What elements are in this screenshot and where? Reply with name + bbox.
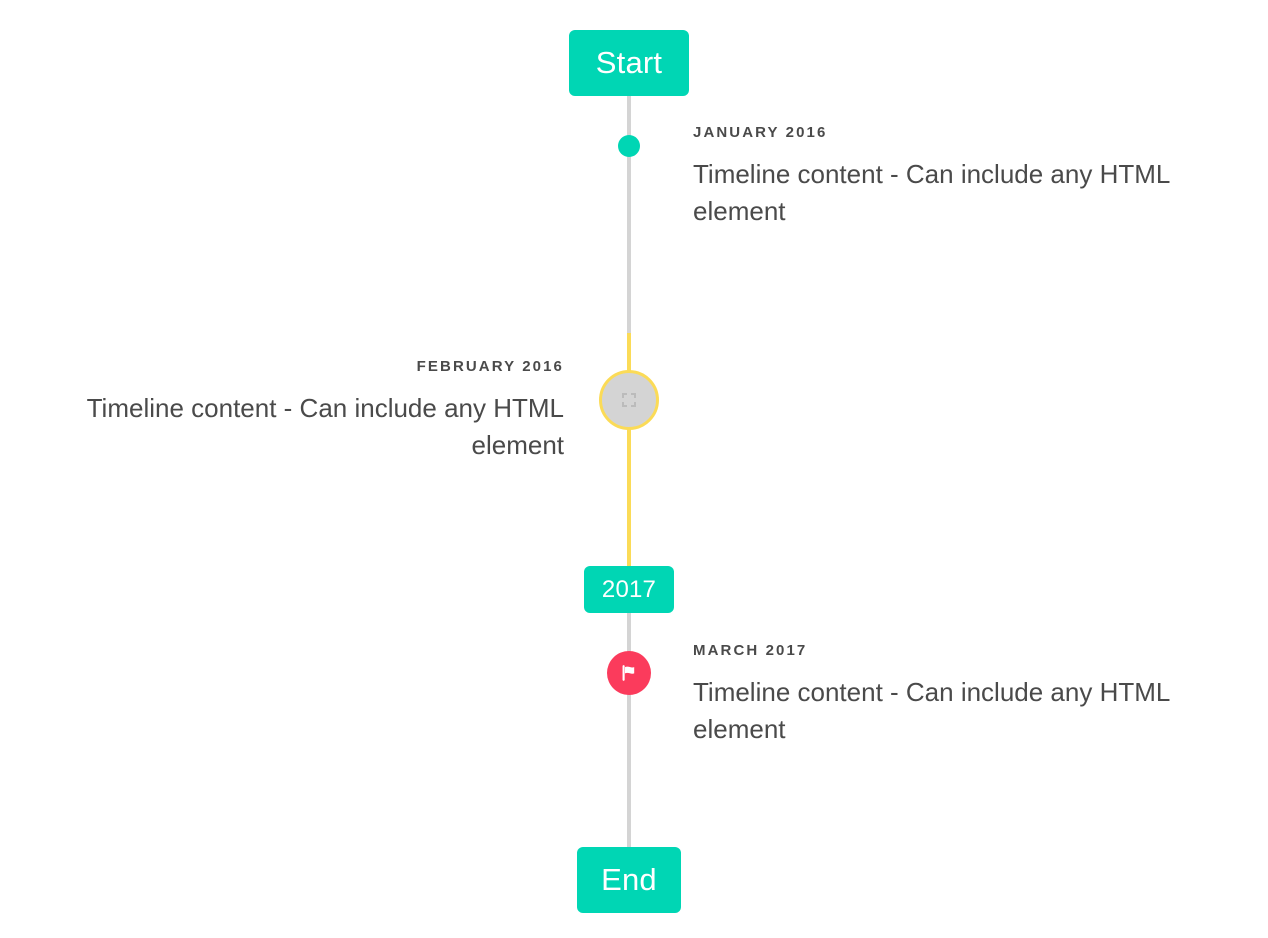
timeline-event-text: Timeline content - Can include any HTML … bbox=[86, 393, 564, 460]
timeline-event-date: JANUARY 2016 bbox=[693, 124, 828, 141]
timeline-event-date: FEBRUARY 2016 bbox=[416, 358, 564, 375]
flag-icon bbox=[618, 662, 640, 684]
timeline-start-badge[interactable]: Start bbox=[569, 30, 689, 96]
timeline-marker-highlighted[interactable] bbox=[599, 370, 659, 430]
timeline-event-body: FEBRUARY 2016 Timeline content - Can inc… bbox=[30, 358, 564, 464]
timeline-event-text: Timeline content - Can include any HTML … bbox=[693, 677, 1170, 744]
timeline-marker-flag[interactable] bbox=[607, 651, 651, 695]
timeline-spine-lower bbox=[627, 612, 631, 850]
timeline-spine-upper bbox=[627, 94, 631, 333]
timeline-end-badge[interactable]: End bbox=[577, 847, 681, 913]
timeline-event-text: Timeline content - Can include any HTML … bbox=[693, 159, 1170, 226]
timeline-spine-highlighted bbox=[627, 333, 631, 567]
timeline-divider-badge[interactable]: 2017 bbox=[584, 566, 674, 613]
broken-image-icon bbox=[619, 390, 639, 410]
timeline-event-body: MARCH 2017 Timeline content - Can includ… bbox=[693, 642, 1227, 748]
timeline-event-body: JANUARY 2016 Timeline content - Can incl… bbox=[693, 124, 1227, 230]
timeline-marker-dot[interactable] bbox=[618, 135, 640, 157]
timeline-event-date: MARCH 2017 bbox=[693, 642, 808, 659]
